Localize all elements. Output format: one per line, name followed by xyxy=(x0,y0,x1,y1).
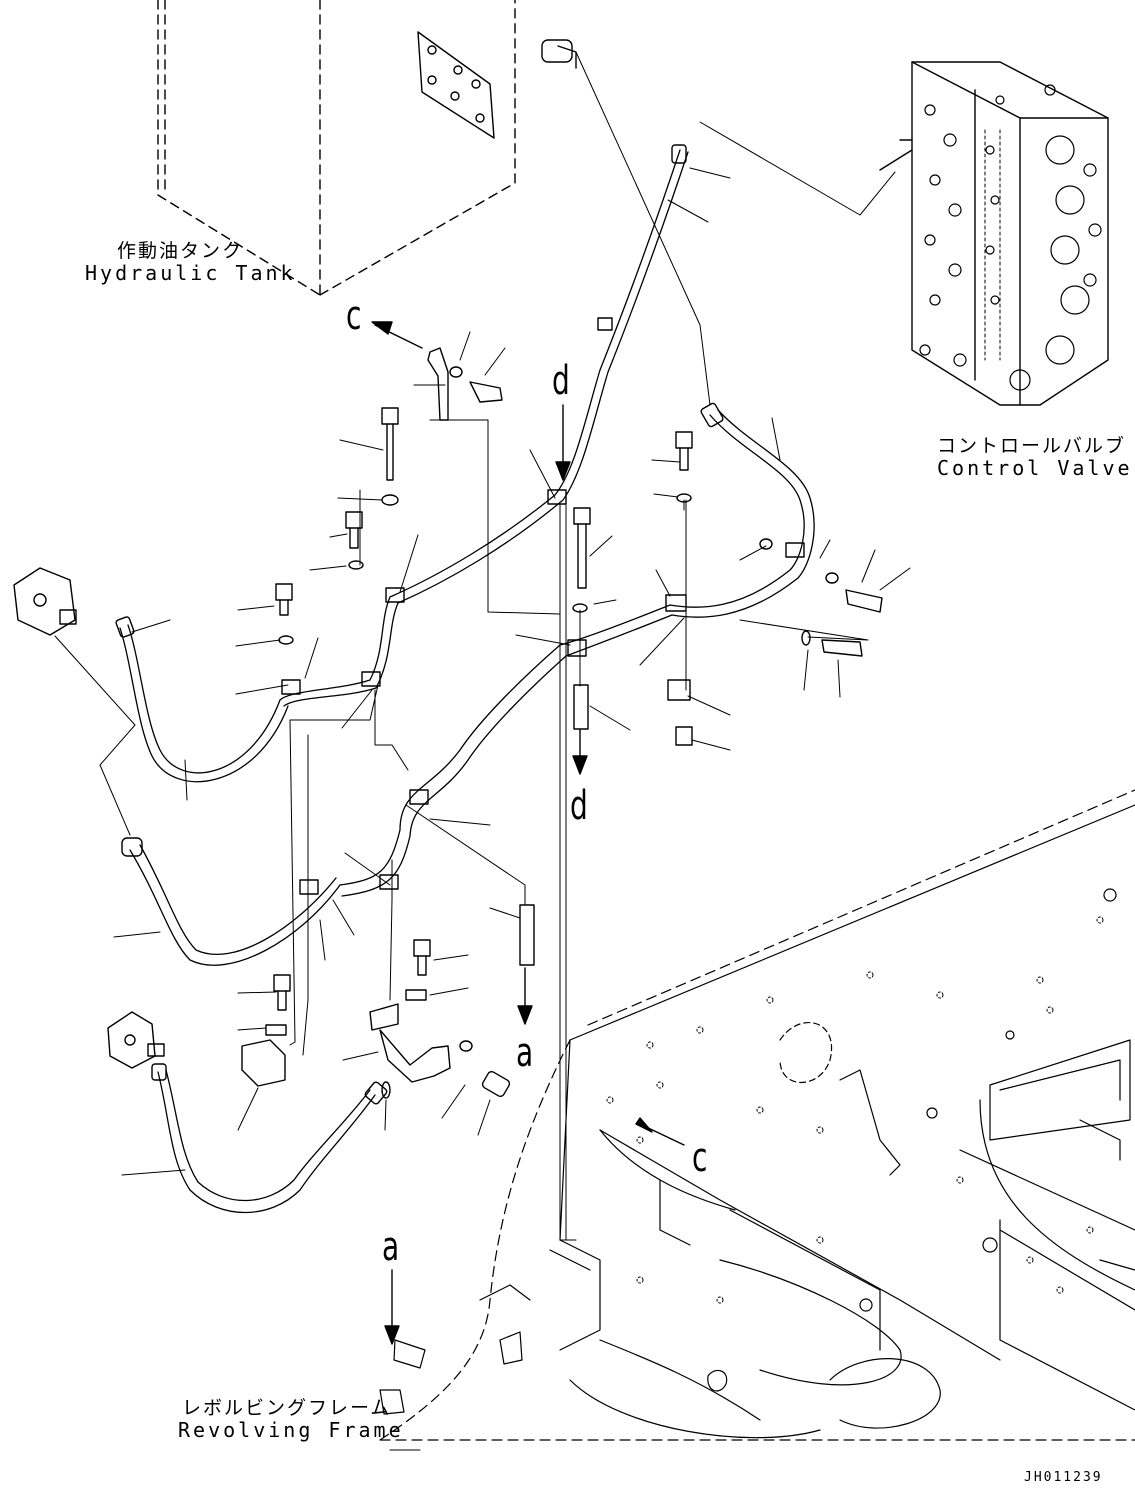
bolts-and-washers xyxy=(266,367,882,1098)
view-marker-a-bottom: a xyxy=(382,1224,400,1270)
hose-bottom xyxy=(158,1070,375,1213)
revolving-frame-label-en: Revolving Frame xyxy=(178,1418,404,1442)
hose-lower-left xyxy=(130,845,340,965)
control-valve-label-en: Control Valve xyxy=(937,456,1133,480)
revolving-frame-label-jp: レボルビングフレーム xyxy=(182,1397,392,1419)
hydraulic-tank-label-en: Hydraulic Tank xyxy=(85,261,296,285)
view-marker-a-top: a xyxy=(516,1030,534,1076)
control-valve-block xyxy=(880,62,1108,405)
hose-clamps xyxy=(282,318,804,894)
view-marker-c-top: c xyxy=(346,293,362,339)
hydraulic-tank xyxy=(158,0,515,295)
revolving-frame xyxy=(380,790,1135,1440)
view-marker-c-bottom: c xyxy=(692,1135,708,1181)
view-arrows xyxy=(372,322,684,1344)
view-marker-d-top: d xyxy=(552,358,570,404)
view-marker-d-bottom: d xyxy=(570,783,588,829)
lower-brackets xyxy=(242,1004,450,1086)
hose-upper xyxy=(280,150,688,706)
control-valve-label-jp: コントロールバルブ xyxy=(937,435,1127,457)
hydraulic-tank-label-jp: 作動油タンク xyxy=(117,240,244,262)
left-pump-unit-lower xyxy=(108,1012,164,1068)
hose-upper-left xyxy=(120,625,288,782)
leader-lines xyxy=(55,52,910,1450)
tank-flange-plate xyxy=(418,32,494,138)
hose-fittings xyxy=(115,145,724,1105)
drawing-code: JH011239 xyxy=(1024,1470,1103,1485)
tank-elbow-fitting xyxy=(542,40,576,68)
frame-holes xyxy=(607,917,1103,1303)
bracket-c xyxy=(428,348,448,420)
hose-middle xyxy=(340,410,814,896)
left-pump-unit-upper xyxy=(14,568,76,635)
